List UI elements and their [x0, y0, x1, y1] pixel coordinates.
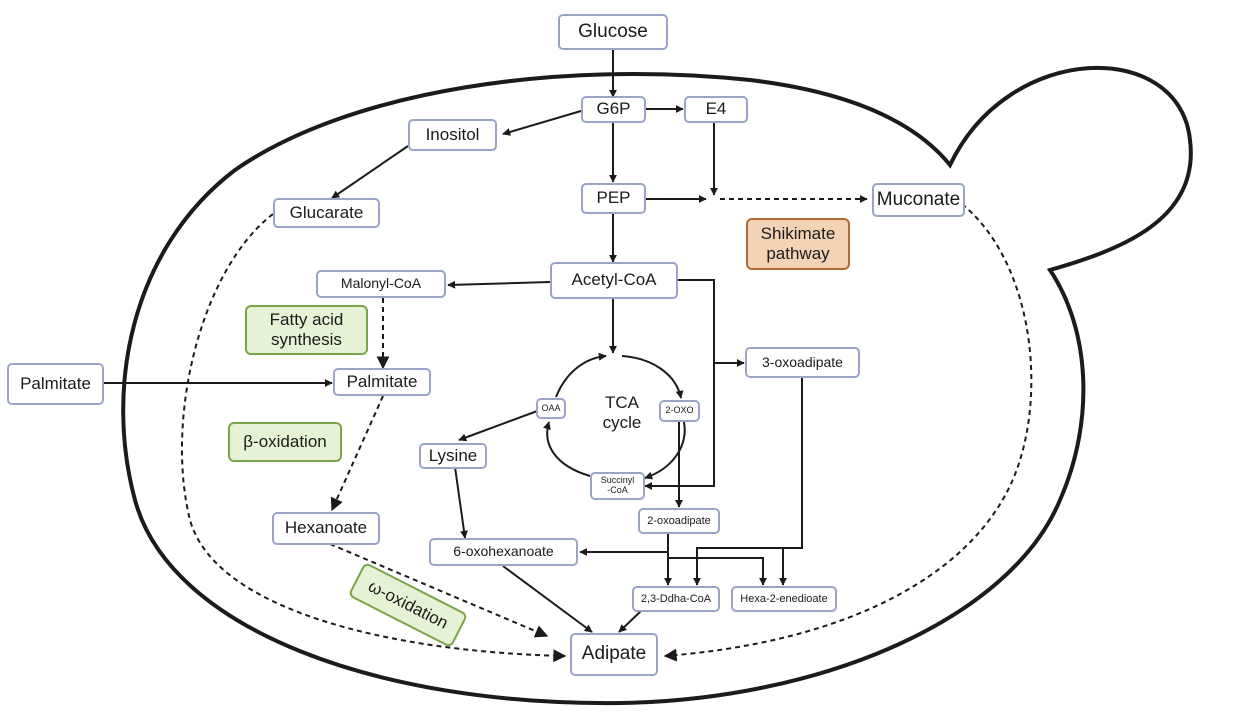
arrow-oaa-lysine [458, 409, 541, 442]
dashed-arrow-glucarate-adipate [180, 213, 567, 663]
node-e4: E4 [684, 96, 748, 123]
arrow-oxoadipate3-hexaenedioate [779, 547, 802, 586]
node-muconate: Muconate [872, 183, 965, 217]
label-beta-oxidation: β-oxidation [228, 422, 342, 462]
label-tca-cycle: TCA cycle [602, 393, 642, 433]
tca-arc-left [543, 421, 591, 477]
arrow-oxohexanoate-adipate [502, 565, 593, 633]
node-glucarate: Glucarate [273, 198, 380, 228]
node-succinyl-coa: Succinyl -CoA [590, 472, 645, 500]
node-inositol: Inositol [408, 119, 497, 151]
arrow-ddhacoa-adipate [618, 610, 642, 633]
node-hexa-2-enedioate: Hexa-2-enedioate [731, 586, 837, 612]
node-6-oxohexanoate: 6-oxohexanoate [429, 538, 578, 566]
arrow-inositol-glucarate [331, 145, 409, 199]
dashed-arrow-palmitate-hexanoate [330, 395, 384, 512]
arrow-oxoadipate3-ddhacoa [693, 376, 803, 586]
arrow-g6p-inositol [502, 110, 582, 136]
arrow-ddhacoa-branch [668, 557, 767, 586]
label-fatty-acid-synthesis: Fatty acid synthesis [245, 305, 368, 355]
node-palmitate-external: Palmitate [7, 363, 104, 405]
label-shikimate-pathway: Shikimate pathway [746, 218, 850, 270]
node-oaa: OAA [536, 398, 566, 419]
node-hexanoate: Hexanoate [272, 512, 380, 545]
node-lysine: Lysine [419, 443, 487, 469]
yeast-cell-outline [121, 65, 1193, 706]
tca-arc-top-left [555, 352, 607, 398]
node-adipate: Adipate [570, 633, 658, 676]
node-2-oxo: 2-OXO [659, 400, 700, 422]
node-2-oxoadipate: 2-oxoadipate [638, 508, 720, 534]
dashed-arrow-hexanoate-adipate [329, 543, 549, 638]
node-acetyl-coa: Acetyl-CoA [550, 262, 678, 299]
node-glucose: Glucose [558, 14, 668, 50]
tca-arc-right [644, 421, 686, 480]
arrow-acetylcoa-malonylcoa [447, 280, 551, 289]
node-g6p: G6P [581, 96, 646, 123]
node-palmitate-internal: Palmitate [333, 368, 431, 396]
node-pep: PEP [581, 183, 646, 214]
tca-arc-top-right [621, 355, 684, 399]
dashed-arrow-muconate-adipate [663, 203, 1033, 662]
node-2-3-ddha-coa: 2,3-Ddha-CoA [632, 586, 720, 612]
node-3-oxoadipate: 3-oxoadipate [745, 347, 860, 378]
arrow-lysine-oxohexanoate [454, 466, 468, 539]
node-malonyl-coa: Malonyl-CoA [316, 270, 446, 298]
